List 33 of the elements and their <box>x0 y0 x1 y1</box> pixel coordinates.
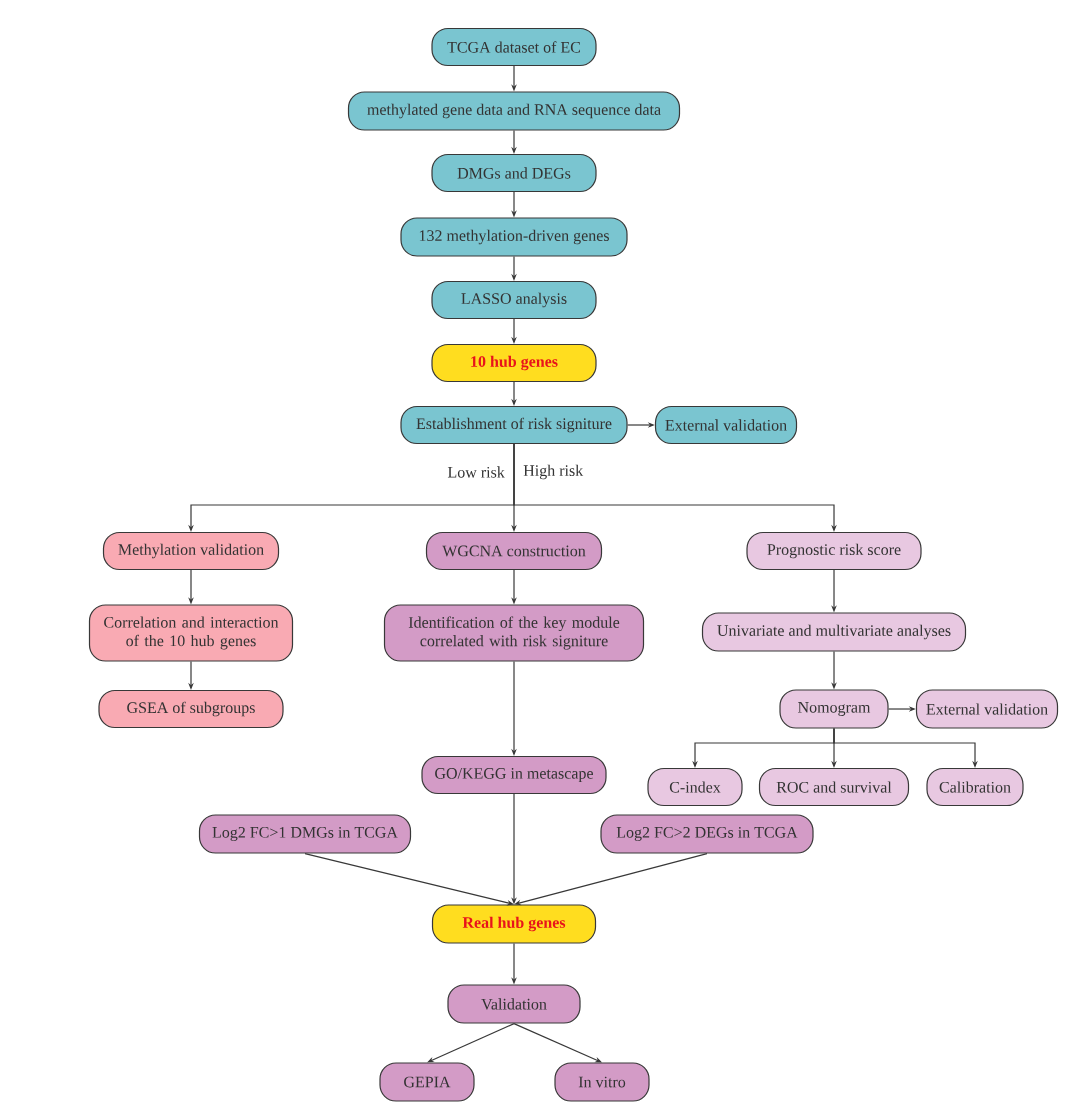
process-box: ROC and survival <box>758 767 910 807</box>
process-box: 132 methylation-driven genes <box>400 217 628 257</box>
process-box: methylated gene data and RNA sequence data <box>347 91 681 131</box>
process-box: Identification of the key module correlated with risk signiture <box>383 604 645 662</box>
process-box: Establishment of risk signiture <box>400 405 628 445</box>
arrow <box>514 853 708 906</box>
branch-label: High risk <box>523 464 584 480</box>
highlight-box: Real hub genes <box>431 904 597 944</box>
process-box: Univariate and multivariate analyses <box>701 612 967 652</box>
arrow <box>513 1023 602 1063</box>
process-box: WGCNA construction <box>425 531 603 571</box>
process-box: GEPIA <box>379 1062 475 1102</box>
process-box: GO/KEGG in metascape <box>421 755 607 795</box>
process-box: DMGs and DEGs <box>431 153 597 193</box>
process-box: Validation <box>447 984 581 1024</box>
process-box: Log2 FC>1 DMGs in TCGA <box>198 814 412 854</box>
process-box: Log2 FC>2 DEGs in TCGA <box>600 814 814 854</box>
process-box: Correlation and interaction of the 10 hub genes <box>88 604 294 662</box>
branch-label: Low risk <box>447 466 505 478</box>
process-box: Nomogram <box>779 689 889 729</box>
process-box: C-index <box>647 767 743 807</box>
process-box: LASSO analysis <box>431 280 597 320</box>
process-box: In vitro <box>554 1062 650 1102</box>
arrow <box>304 853 514 906</box>
process-box: Prognostic risk score <box>746 531 922 571</box>
process-box: Methylation validation <box>102 531 280 571</box>
process-box: External validation <box>654 405 798 445</box>
highlight-box: 10 hub genes <box>431 343 597 383</box>
process-box: TCGA dataset of EC <box>431 27 597 67</box>
process-box: GSEA of subgroups <box>98 689 284 729</box>
process-box: Calibration <box>926 767 1024 807</box>
process-box: External validation <box>915 689 1059 729</box>
arrow <box>427 1023 515 1063</box>
